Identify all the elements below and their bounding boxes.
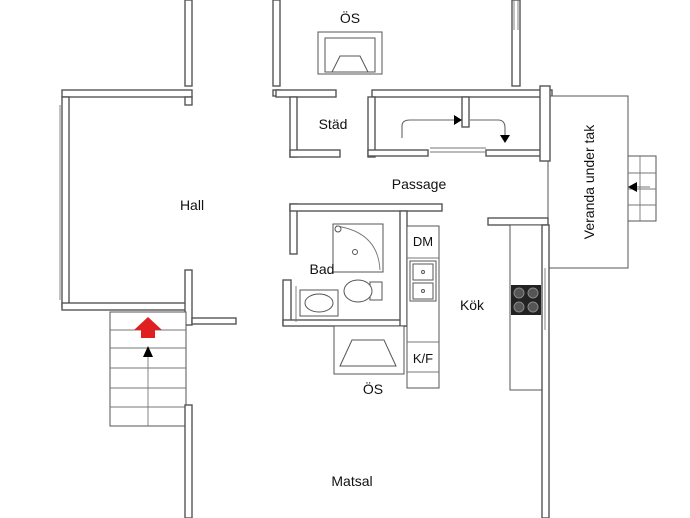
label-passage: Passage (392, 176, 447, 192)
label-matsal: Matsal (331, 473, 372, 489)
veranda-arrow-icon (628, 182, 637, 192)
bathroom-block (282, 203, 443, 327)
label-bad: Bad (310, 261, 335, 277)
door-arrow-icon (454, 115, 462, 125)
label-os-top: ÖS (340, 9, 360, 26)
lower-left-wall (184, 404, 193, 518)
red-entrance-arrow-icon (134, 317, 162, 338)
stad-and-closets (289, 96, 547, 158)
veranda (539, 85, 657, 269)
label-os-bottom: ÖS (363, 380, 383, 397)
stair-arrow-icon (143, 346, 153, 357)
label-kok: Kök (460, 297, 485, 313)
lower-fireplace (333, 325, 405, 375)
entrance-stairs (109, 311, 187, 427)
door-arrow-icon (500, 135, 510, 143)
hall-walls (59, 89, 281, 326)
kitchen (406, 217, 549, 391)
right-wall (541, 224, 550, 518)
label-stad: Städ (319, 116, 348, 132)
label-dm: DM (413, 234, 433, 249)
label-kf: K/F (413, 351, 433, 366)
label-hall: Hall (180, 197, 204, 213)
upper-walls (184, 0, 521, 87)
upper-fireplace (275, 31, 553, 98)
label-veranda: Veranda under tak (581, 124, 597, 239)
